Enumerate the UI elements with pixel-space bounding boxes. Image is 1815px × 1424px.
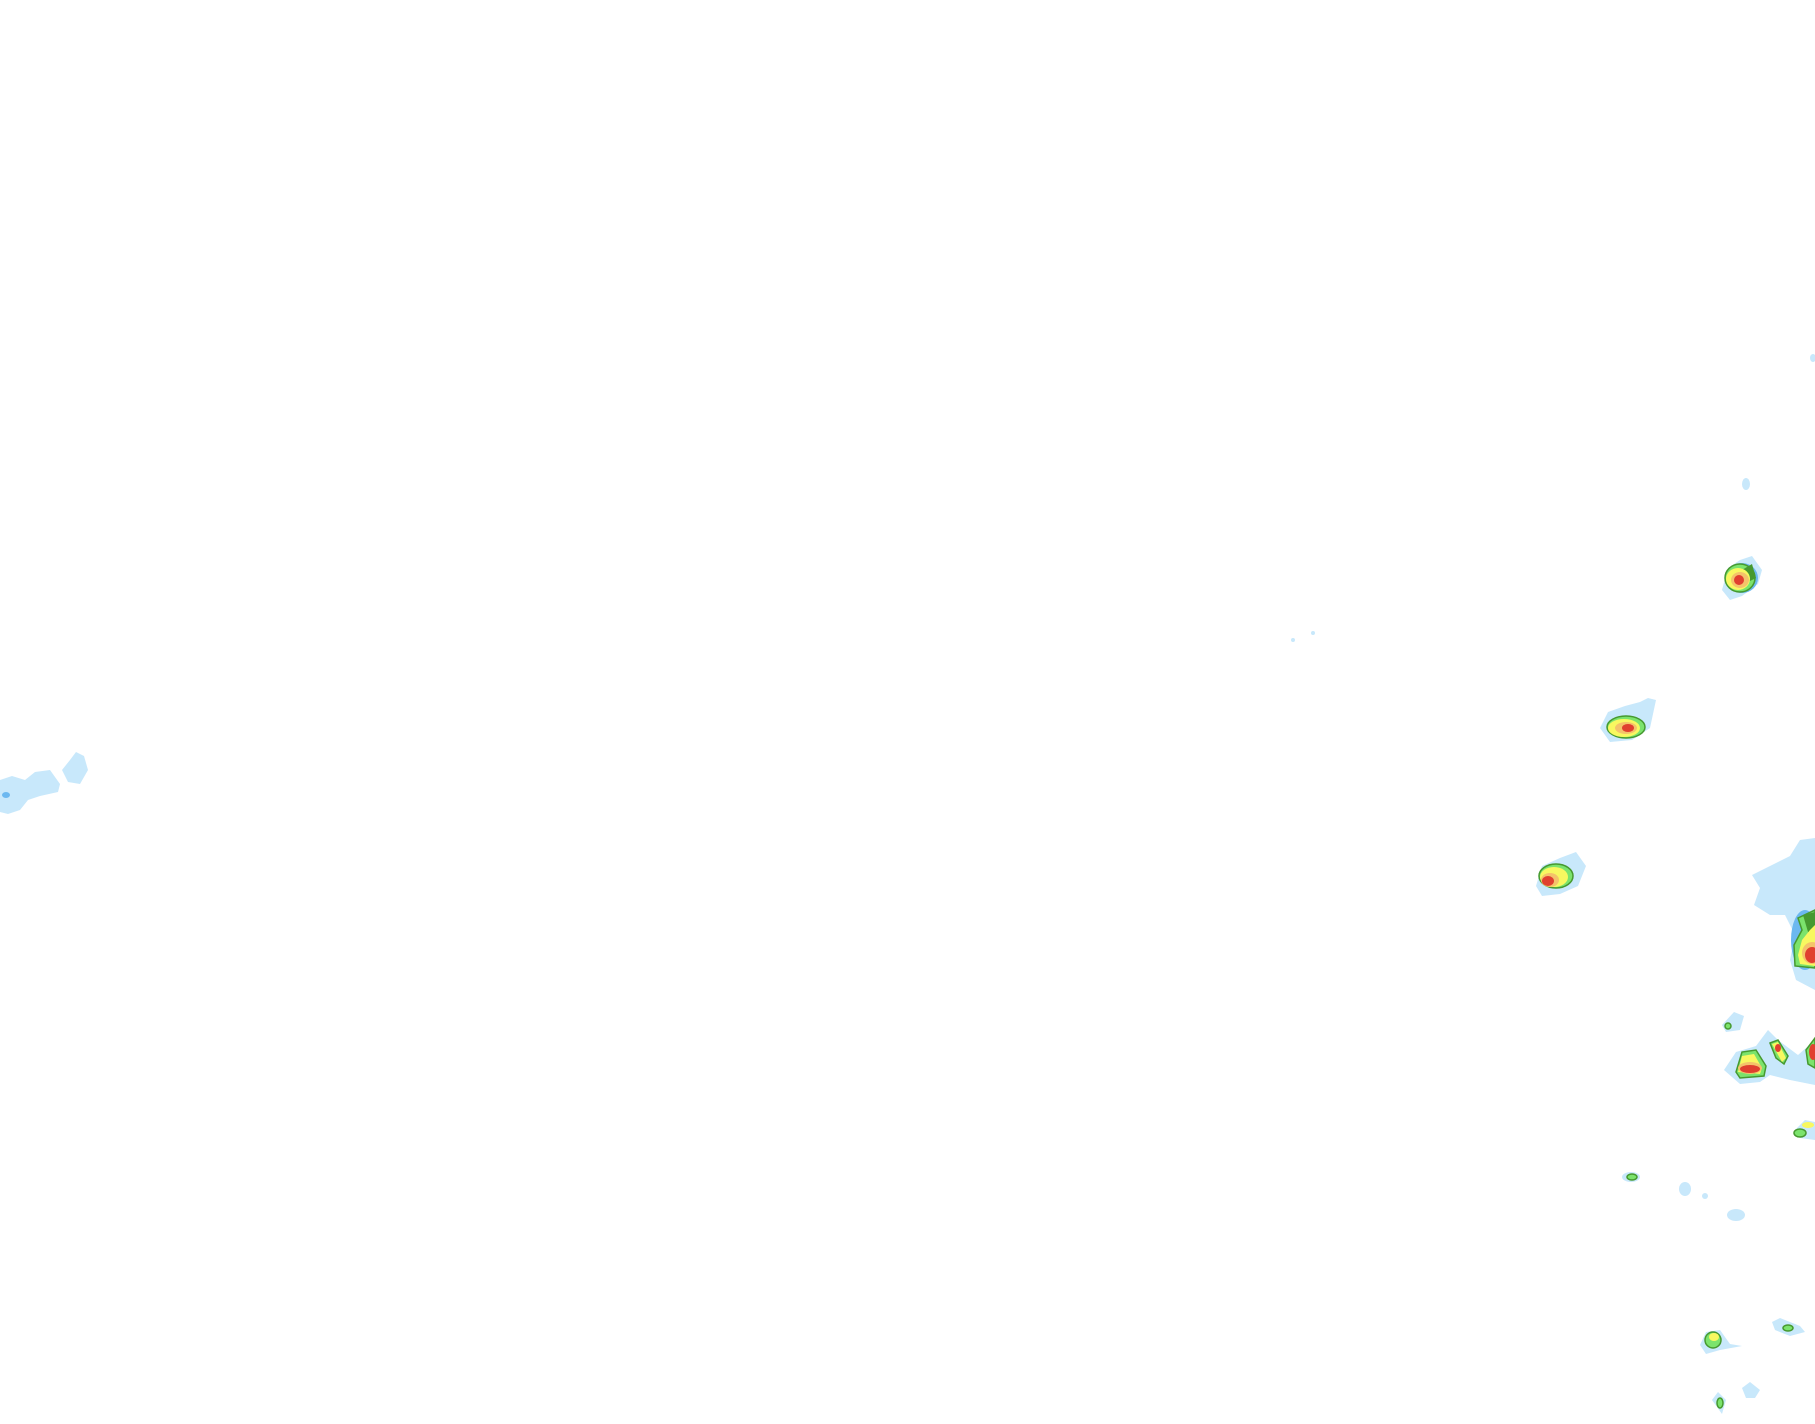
precip-green xyxy=(1538,563,1815,1409)
rain-area-small-6 xyxy=(1727,1209,1745,1221)
rain-area-small-7 xyxy=(1742,478,1750,490)
storm-cluster-core-3 xyxy=(1809,1044,1815,1060)
storm-east-core xyxy=(1805,947,1815,963)
rain-area-small-4 xyxy=(1679,1182,1691,1196)
storm-2-core xyxy=(1622,724,1634,732)
rain-area-west xyxy=(0,752,88,814)
rain-area-small-1 xyxy=(1722,1012,1744,1032)
rain-area-south-3 xyxy=(1742,1382,1760,1398)
rain-area-small-8 xyxy=(1291,638,1295,642)
rain-area-small-5 xyxy=(1702,1193,1708,1199)
storm-1-core xyxy=(1734,575,1744,585)
storm-1-darkgreen xyxy=(1742,564,1756,582)
rain-area-cluster xyxy=(1724,1030,1815,1085)
storm-small-green-1 xyxy=(1724,1022,1732,1030)
rain-area-small-9 xyxy=(1311,631,1315,635)
storm-small-green-2 xyxy=(1626,1173,1638,1181)
storm-south-yellow-1 xyxy=(1709,1333,1719,1341)
precip-light xyxy=(2,563,1815,970)
rain-light-west xyxy=(2,792,10,798)
storm-south-green-3 xyxy=(1716,1397,1724,1409)
rain-area-small-10 xyxy=(1810,354,1815,362)
storm-3-core xyxy=(1542,876,1554,886)
storm-cluster-core-2 xyxy=(1775,1044,1781,1052)
storm-cluster-core-1 xyxy=(1740,1065,1760,1073)
precip-red xyxy=(1542,575,1815,1073)
precip-yellow xyxy=(1540,568,1815,1341)
storm-small-yellow xyxy=(1802,1122,1814,1128)
precip-orange xyxy=(1541,572,1815,1074)
storm-small-green-3 xyxy=(1793,1128,1807,1138)
storm-south-green-2 xyxy=(1782,1324,1794,1332)
